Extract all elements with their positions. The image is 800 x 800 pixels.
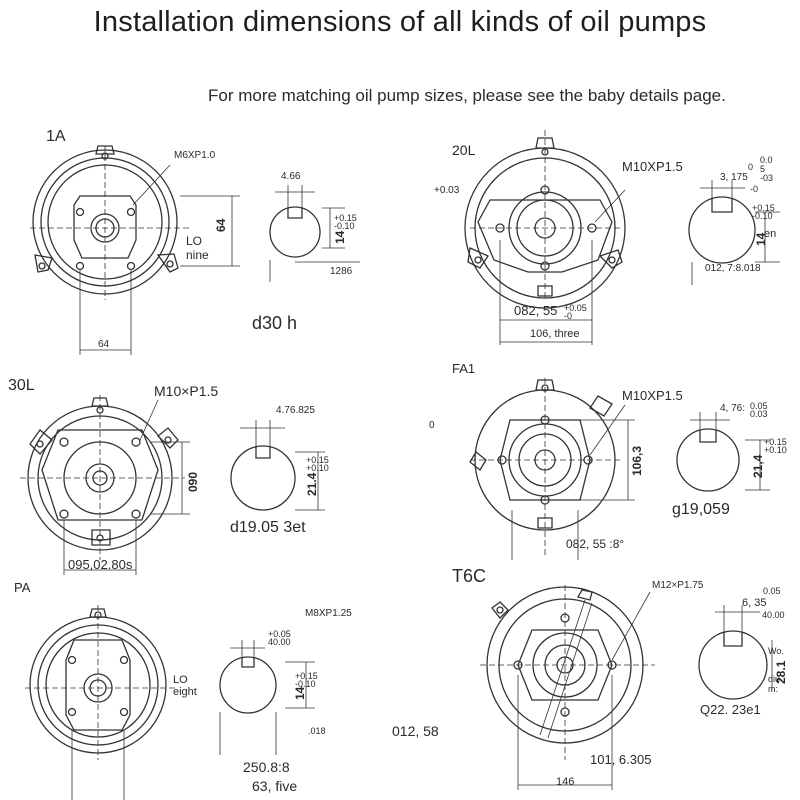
pump-fa1-zero: 0 xyxy=(429,420,435,431)
pump-1a-keyway: 14 xyxy=(333,230,347,244)
pump-t6c-thread: M12×P1.75 xyxy=(652,580,704,591)
pump-20l-flange xyxy=(465,130,625,345)
pump-30l-width: 095,02.80s xyxy=(68,557,133,572)
pump-t6c-side-a: Wo. xyxy=(768,646,784,656)
pump-1a-height: 64 xyxy=(214,218,228,232)
pump-fa1-height: 106,3 xyxy=(630,445,644,476)
pump-pa-shaft xyxy=(220,640,315,755)
pump-fa1-key-tol: 0.05 0.03 xyxy=(750,401,768,419)
pump-20l-shaft-tol: +0.15 -0.10 xyxy=(752,203,775,221)
pump-20l-key-tol: 0.0 5 -03 xyxy=(760,155,774,183)
pump-t6c-flange xyxy=(480,585,655,790)
page-title: Installation dimensions of all kinds of … xyxy=(93,6,707,38)
pump-pa-tol-018: .018 xyxy=(308,726,326,736)
pump-30l-name: 30L xyxy=(8,377,35,394)
pump-pa-lo2: eight xyxy=(173,686,197,698)
pump-1a-key-width: 4.66 xyxy=(281,171,301,182)
pump-fa1-width: 082, 55 :8° xyxy=(566,537,625,551)
pump-t6c-side-d: m: xyxy=(768,684,778,694)
pump-20l-dim1: 082, 55 xyxy=(514,303,558,318)
pump-20l-dim2: 106, three xyxy=(530,328,580,340)
pump-20l-shaft-h2: en xyxy=(764,228,777,240)
pump-pa-dim-a: 250.8:8 xyxy=(243,759,290,775)
pump-1a-key-tol: +0.15 -0.10 xyxy=(334,213,357,231)
pump-t6c-key-width: 6, 35 xyxy=(742,597,767,609)
pump-30l-flange xyxy=(20,395,190,575)
pump-1a-lo: LO xyxy=(186,234,203,248)
pump-pa-thread: M8XP1.25 xyxy=(305,608,352,619)
pump-1a-shaft-len: 1286 xyxy=(330,266,353,277)
pump-20l-tol-top: +0.03 xyxy=(434,185,460,196)
pump-20l-dim1-tol: +0.05 -0 xyxy=(564,303,587,321)
pump-t6c-tol-top: 0.05 xyxy=(763,586,781,596)
pump-t6c-dim: 101, 6.305 xyxy=(590,752,652,767)
pump-fa1-key-width: 4, 76: xyxy=(720,403,746,414)
page-subtitle: For more matching oil pump sizes, please… xyxy=(208,86,726,105)
pump-t6c-shaft xyxy=(699,605,772,699)
pump-20l-bottom: 012, 7:8.018 xyxy=(705,263,761,274)
pump-20l-small0: 0 xyxy=(748,162,754,172)
pump-t6c-width: 146 xyxy=(556,776,575,788)
pump-fa1-shaft xyxy=(677,412,770,491)
pump-fa1-flange xyxy=(470,378,635,560)
pump-1a-shaft: d30 h xyxy=(252,313,298,333)
pump-t6c-key-tol: 40.00 xyxy=(762,610,785,620)
pump-30l-shaft-tol: +0.15 +0.10 xyxy=(306,455,329,473)
pump-fa1-shaft: g19,059 xyxy=(672,501,730,518)
pump-30l-key-width: 4.76.825 xyxy=(276,405,315,416)
pump-30l-shaft xyxy=(231,420,325,510)
pump-1a-name: 1A xyxy=(46,128,66,145)
pump-30l-shaft: d19.05 3et xyxy=(230,519,306,536)
pump-30l-height: 090 xyxy=(186,471,200,492)
pump-t6c-shaft: Q22. 23e1 xyxy=(700,702,761,717)
pump-fa1-name: FA1 xyxy=(452,361,476,376)
pump-t6c-side-c: diu xyxy=(768,674,781,684)
pump-pa-shaft-tol: +0.15 -0.10 xyxy=(295,671,318,689)
pump-pa-lo: LO xyxy=(173,674,188,686)
pump-20l-thread: M10XP1.5 xyxy=(622,159,683,174)
pump-pa-key-tol: +0.05 40.00 xyxy=(268,629,291,647)
pump-1a-flange xyxy=(30,146,240,355)
pump-20l-small0b: -0 xyxy=(750,184,759,194)
pump-fa1-shaft-h: 21,4 xyxy=(751,454,765,478)
pump-1a-shaft xyxy=(270,185,360,282)
pump-fa1-thread: M10XP1.5 xyxy=(622,388,683,403)
pump-30l-thread: M10×P1.5 xyxy=(154,383,219,399)
pump-30l-shaft-h: 21.4 xyxy=(305,472,319,496)
pump-pa-name: PA xyxy=(14,580,31,595)
pump-pa-dim-b: 63, five xyxy=(252,778,298,794)
pump-t6c-name: T6C xyxy=(452,566,487,586)
pump-1a-thread: M6XP1.0 xyxy=(174,150,216,161)
pump-fa1-shaft-tol: +0.15 +0.10 xyxy=(764,437,787,455)
pump-20l-key-width: 3, 175 xyxy=(720,172,748,183)
pump-1a-width: 64 xyxy=(98,339,110,350)
pump-pa-center: 012, 58 xyxy=(392,723,439,739)
pump-1a-lo2: nine xyxy=(186,248,209,262)
pump-20l-name: 20L xyxy=(452,142,476,158)
pump-20l-shaft xyxy=(689,180,780,285)
pump-pa-flange xyxy=(25,605,175,800)
